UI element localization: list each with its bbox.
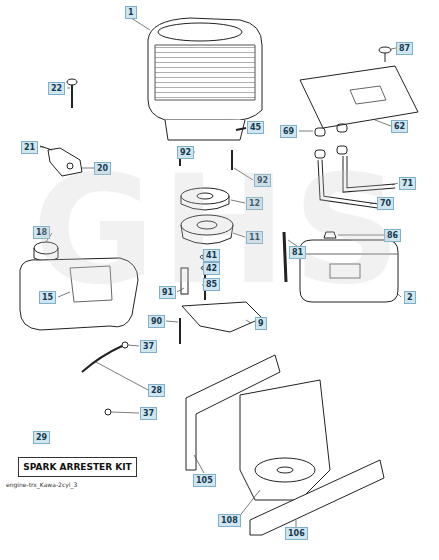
callout-number: 106 xyxy=(285,527,308,540)
callout-number: 45 xyxy=(247,121,264,134)
callout-number: 62 xyxy=(391,120,408,133)
callout-number: 9 xyxy=(255,317,267,330)
callout-number: 37 xyxy=(140,407,157,420)
callout-number: 1 xyxy=(125,6,137,19)
drawing-code: engine-trx_Kawa-2cyl_3 xyxy=(6,481,77,488)
callout-number: 87 xyxy=(396,42,413,55)
kit-box: SPARK ARRESTER KIT xyxy=(18,457,137,477)
callout-number: 69 xyxy=(280,125,297,138)
watermark: GHS xyxy=(32,143,407,317)
callout-number: 22 xyxy=(48,82,65,95)
callout-number: 37 xyxy=(140,340,157,353)
callout-number: 29 xyxy=(33,431,50,444)
callout-number: 108 xyxy=(218,514,241,527)
callout-number: 28 xyxy=(148,384,165,397)
callout-number: 105 xyxy=(193,474,216,487)
kit-label: SPARK ARRESTER KIT xyxy=(19,462,136,472)
